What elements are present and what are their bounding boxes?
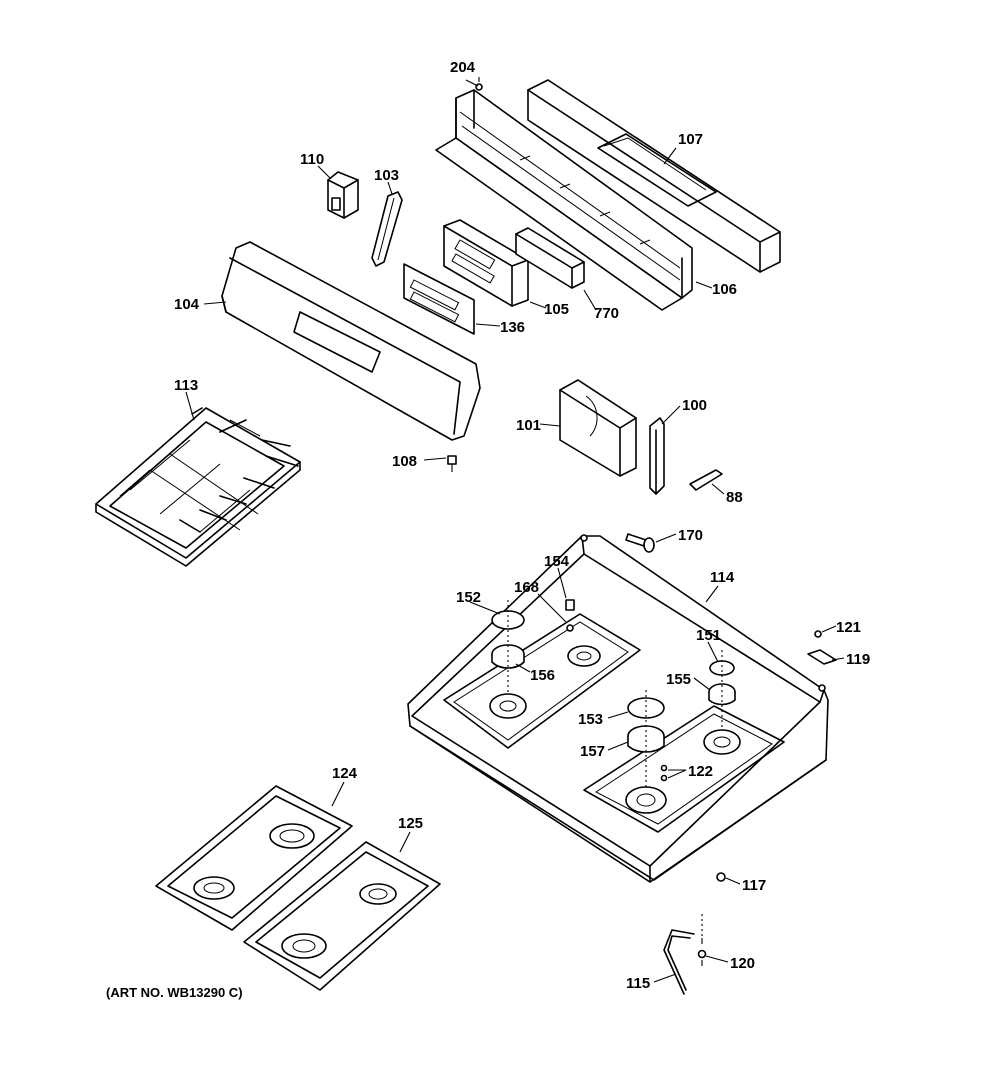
part-157-burner-head xyxy=(627,725,665,753)
part-106-backsplash xyxy=(435,89,693,311)
part-115-rod xyxy=(663,929,695,995)
part-113-grate xyxy=(95,407,301,567)
callout-154: 154 xyxy=(544,553,570,570)
callout-106: 106 xyxy=(712,281,737,298)
part-104-control-panel xyxy=(221,241,481,441)
part-154-screw xyxy=(565,599,575,611)
callout-101: 101 xyxy=(516,417,541,434)
callout-108: 108 xyxy=(392,453,417,470)
part-119-clip xyxy=(807,649,837,665)
callout-114: 114 xyxy=(710,569,735,586)
callout-153: 153 xyxy=(578,711,603,728)
callout-labels: 204 107 110 103 106 105 770 104 136 113 … xyxy=(174,59,870,992)
callout-88: 88 xyxy=(726,489,743,506)
part-170-screw xyxy=(625,533,655,553)
callout-170: 170 xyxy=(678,527,703,544)
callout-151: 151 xyxy=(696,627,721,644)
part-117-nut xyxy=(716,872,726,882)
part-770-component xyxy=(515,227,585,289)
callout-770: 770 xyxy=(594,305,619,322)
part-108-screw xyxy=(447,455,457,472)
part-151-burner-cap xyxy=(709,660,735,676)
part-107-trim-cover xyxy=(527,79,781,273)
part-103-bracket xyxy=(371,191,403,267)
callout-105: 105 xyxy=(544,301,569,318)
callout-120: 120 xyxy=(730,955,755,972)
callout-155: 155 xyxy=(666,671,691,688)
part-125-drip-pan xyxy=(243,841,441,991)
part-168-screw xyxy=(566,624,574,632)
callout-100: 100 xyxy=(682,397,707,414)
part-122-screws xyxy=(660,764,668,782)
callout-115: 115 xyxy=(626,975,650,992)
callout-121: 121 xyxy=(836,619,861,636)
callout-152: 152 xyxy=(456,589,481,606)
callout-110: 110 xyxy=(300,151,324,168)
part-114-cooktop xyxy=(407,534,829,883)
callout-107: 107 xyxy=(678,131,703,148)
part-120-nut xyxy=(697,938,707,966)
callout-168: 168 xyxy=(514,579,539,596)
callout-119: 119 xyxy=(846,651,870,668)
part-204-screw xyxy=(475,77,483,91)
callout-104: 104 xyxy=(174,296,200,313)
leader-lines xyxy=(185,79,845,983)
callout-157: 157 xyxy=(580,743,605,760)
callout-136: 136 xyxy=(500,319,525,336)
callout-103: 103 xyxy=(374,167,399,184)
part-121-screw xyxy=(814,630,822,638)
part-101-bracket xyxy=(559,379,637,477)
callout-125: 125 xyxy=(398,815,423,832)
callout-156: 156 xyxy=(530,667,555,684)
part-153-burner-cap xyxy=(627,697,665,719)
part-88-component xyxy=(689,469,723,491)
callout-204: 204 xyxy=(450,59,476,76)
callout-124: 124 xyxy=(332,765,358,782)
part-124-drip-pan xyxy=(155,785,353,931)
callout-122: 122 xyxy=(688,763,713,780)
part-110-component xyxy=(327,171,359,219)
part-100-bracket xyxy=(649,417,665,495)
art-number-caption: (ART NO. WB13290 C) xyxy=(106,985,243,1000)
part-105-control-board xyxy=(443,219,529,307)
part-136-overlay xyxy=(403,263,475,335)
callout-113: 113 xyxy=(174,377,198,394)
callout-117: 117 xyxy=(742,877,766,894)
